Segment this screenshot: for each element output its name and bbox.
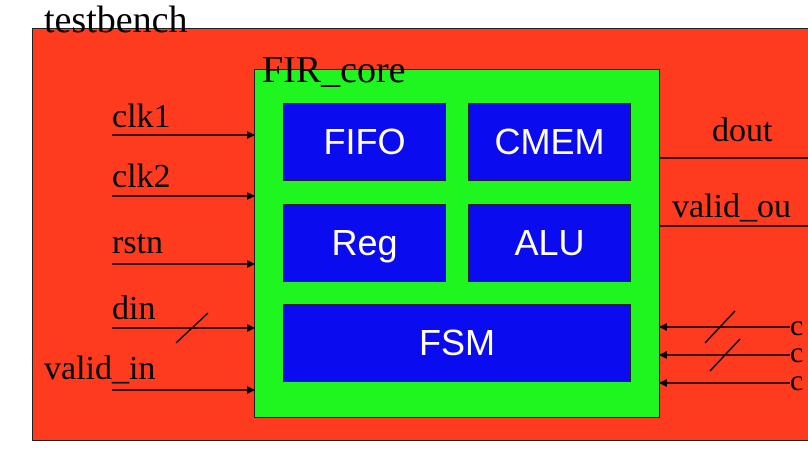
din-bus-slash — [175, 312, 209, 344]
din-label: din — [112, 290, 156, 327]
clk2-label: clk2 — [112, 158, 171, 195]
right-input-label-1: c — [790, 309, 804, 342]
right-bus-slash-2 — [709, 338, 741, 372]
valid-in-label: valid_in — [44, 350, 156, 387]
rstn-label: rstn — [112, 224, 163, 261]
fsm-block: FSM — [283, 304, 631, 382]
fifo-block: FIFO — [283, 103, 446, 181]
cmem-block: CMEM — [468, 103, 631, 181]
valid-out-label: valid_ou — [672, 188, 791, 225]
right-input-label-2: c — [790, 336, 804, 369]
reg-block: Reg — [283, 204, 446, 282]
alu-block: ALU — [468, 204, 631, 282]
right-input-label-3: c — [790, 364, 804, 397]
dout-label: dout — [712, 112, 773, 149]
fir-core-label: FIR_core — [262, 49, 406, 91]
testbench-label: testbench — [44, 0, 188, 41]
right-bus-slash-1 — [704, 310, 736, 344]
clk1-label: clk1 — [112, 98, 171, 135]
